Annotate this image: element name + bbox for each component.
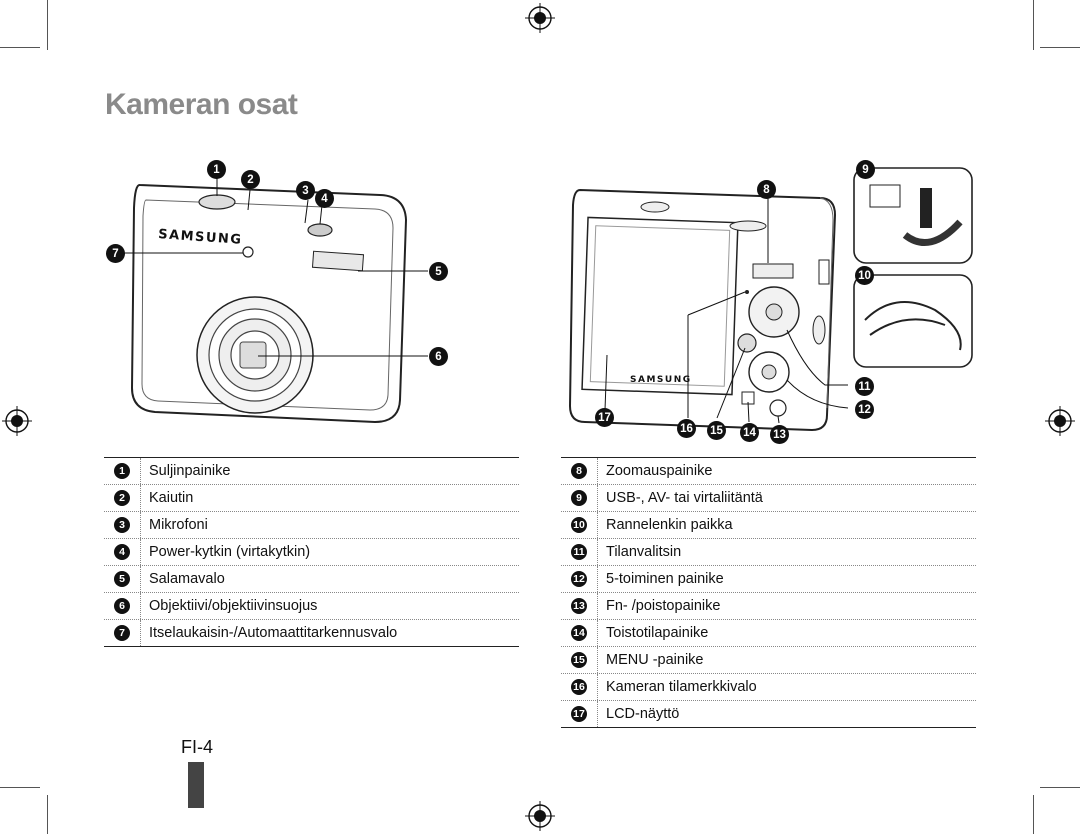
crop-mark [47, 795, 48, 834]
legend-row: 5 Salamavalo [104, 566, 519, 593]
legend-label: MENU -painike [606, 652, 704, 668]
legend-number: 12 [571, 571, 587, 587]
callout-11: 11 [855, 377, 874, 396]
legend-row: 10 Rannelenkin paikka [561, 512, 976, 539]
legend-number: 9 [571, 490, 587, 506]
legend-number: 14 [571, 625, 587, 641]
crop-mark [47, 0, 48, 50]
brand-logo: SAMSUNG [630, 375, 692, 385]
callout-5: 5 [429, 262, 448, 281]
legend-row: 15 MENU -painike [561, 647, 976, 674]
legend-label: Kameran tilamerkkivalo [606, 679, 757, 695]
legend-row: 13 Fn- /poistopainike [561, 593, 976, 620]
crop-mark [1040, 787, 1080, 788]
legend-label: Mikrofoni [149, 517, 208, 533]
legend-number: 6 [114, 598, 130, 614]
callout-2: 2 [241, 170, 260, 189]
legend-label: Suljinpainike [149, 463, 231, 479]
legend-label: Salamavalo [149, 571, 225, 587]
legend-number: 13 [571, 598, 587, 614]
legend-label: 5-toiminen painike [606, 571, 724, 587]
legend-label: Fn- /poistopainike [606, 598, 721, 614]
callout-4: 4 [315, 189, 334, 208]
callout-16: 16 [677, 419, 696, 438]
legend-number: 11 [571, 544, 587, 560]
crop-mark [0, 787, 40, 788]
callout-7: 7 [106, 244, 125, 263]
legend-row: 14 Toistotilapainike [561, 620, 976, 647]
legend-number: 4 [114, 544, 130, 560]
legend-number: 7 [114, 625, 130, 641]
legend-row: 17 LCD-näyttö [561, 701, 976, 727]
legend-left: 1 Suljinpainike 2 Kaiutin 3 Mikrofoni 4 Powe… [104, 457, 519, 647]
page-number: FI-4 [181, 737, 214, 757]
camera-front-illustration: SAMSUNG [122, 178, 428, 424]
legend-number: 2 [114, 490, 130, 506]
legend-row: 4 Power-kytkin (virtakytkin) [104, 539, 519, 566]
crop-mark [1033, 0, 1034, 50]
callout-9: 9 [856, 160, 875, 179]
legend-row: 16 Kameran tilamerkkivalo [561, 674, 976, 701]
legend-row: 3 Mikrofoni [104, 512, 519, 539]
section-tab [188, 762, 204, 808]
legend-row: 8 Zoomauspainike [561, 458, 976, 485]
legend-label: Objektiivi/objektiivinsuojus [149, 598, 318, 614]
legend-label: Toistotilapainike [606, 625, 709, 641]
camera-back-illustration: SAMSUNG [568, 167, 973, 432]
callout-13: 13 [770, 425, 789, 444]
callout-1: 1 [207, 160, 226, 179]
legend-number: 10 [571, 517, 587, 533]
legend-row: 2 Kaiutin [104, 485, 519, 512]
callout-3: 3 [296, 181, 315, 200]
callout-6: 6 [429, 347, 448, 366]
callout-8: 8 [757, 180, 776, 199]
legend-row: 1 Suljinpainike [104, 458, 519, 485]
crop-mark [1040, 47, 1080, 48]
callout-14: 14 [740, 423, 759, 442]
legend-row: 6 Objektiivi/objektiivinsuojus [104, 593, 519, 620]
legend-label: USB-, AV- tai virtaliitäntä [606, 490, 763, 506]
legend-row: 12 5-toiminen painike [561, 566, 976, 593]
registration-mark-icon [525, 801, 555, 831]
callout-15: 15 [707, 421, 726, 440]
legend-number: 17 [571, 706, 587, 722]
legend-number: 1 [114, 463, 130, 479]
legend-label: Power-kytkin (virtakytkin) [149, 544, 311, 560]
legend-number: 5 [114, 571, 130, 587]
callout-10: 10 [855, 266, 874, 285]
legend-row: 9 USB-, AV- tai virtaliitäntä [561, 485, 976, 512]
legend-number: 16 [571, 679, 587, 695]
legend-label: Rannelenkin paikka [606, 517, 733, 533]
crop-mark [0, 47, 40, 48]
legend-number: 8 [571, 463, 587, 479]
registration-mark-icon [2, 406, 32, 436]
legend-number: 15 [571, 652, 587, 668]
registration-mark-icon [1045, 406, 1075, 436]
brand-logo: SAMSUNG [158, 227, 243, 248]
legend-label: Kaiutin [149, 490, 194, 506]
legend-label: Zoomauspainike [606, 463, 713, 479]
legend-label: Tilanvalitsin [606, 544, 682, 560]
legend-number: 3 [114, 517, 130, 533]
legend-row: 7 Itselaukaisin-/Automaattitarkennusvalo [104, 620, 519, 646]
legend-label: LCD-näyttö [606, 706, 680, 722]
legend-right: 8 Zoomauspainike 9 USB-, AV- tai virtaliit… [561, 457, 976, 728]
callout-17: 17 [595, 408, 614, 427]
registration-mark-icon [525, 3, 555, 33]
page-title: Kameran osat [105, 88, 298, 121]
crop-mark [1033, 795, 1034, 834]
legend-row: 11 Tilanvalitsin [561, 539, 976, 566]
callout-12: 12 [855, 400, 874, 419]
legend-label: Itselaukaisin-/Automaattitarkennusvalo [149, 625, 398, 641]
